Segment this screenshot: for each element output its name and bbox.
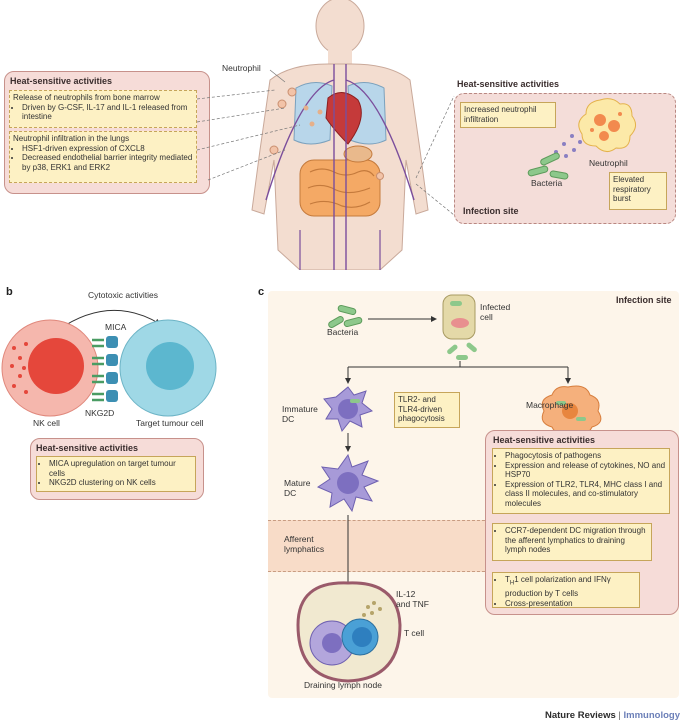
mature-dc-label: Mature DC (284, 478, 311, 498)
tcell-label: T cell (404, 628, 425, 638)
mica-label: MICA (105, 322, 127, 332)
dc-migration-box: CCR7-dependent DC migration through the … (492, 523, 652, 561)
cytokine-item: Expression and release of cytokines, NO … (505, 461, 666, 480)
il12-tnf-label: IL-12 and TNF (396, 589, 429, 609)
infiltration-box: Increased neutrophil infiltration (460, 102, 556, 128)
nk-cell-label: NK cell (33, 418, 60, 428)
bacteria-label-a: Bacteria (531, 178, 563, 188)
infection-site-illustration (527, 98, 636, 180)
footer-separator: | (618, 710, 621, 721)
neutrophil-label: Neutrophil (222, 63, 261, 73)
journal-footer: Nature Reviews | Immunology (545, 710, 680, 721)
panel-b-list-box: MICA upregulation on target tumour cells… (36, 456, 196, 492)
nkg2d-clustering: NKG2D clustering on NK cells (49, 478, 192, 488)
macrophage-activities-box: Phagocytosis of pathogens Expression and… (492, 448, 670, 514)
immature-dc-label: Immature DC (282, 404, 318, 424)
panel-a-right-title: Heat-sensitive activities (457, 79, 560, 89)
nkg2d-label: NKG2D (85, 408, 115, 418)
neutrophil-cell-label: Neutrophil (589, 158, 628, 168)
afferent-label: Afferent lymphatics (284, 534, 325, 554)
th1-sub: H (509, 580, 515, 587)
cytotoxic-label: Cytotoxic activities (88, 290, 158, 300)
panel-c-illustration (296, 294, 602, 683)
human-body-illustration (251, 0, 429, 270)
journal-section: Immunology (623, 710, 680, 721)
bone-marrow-box: Release of neutrophils from bone marrow … (9, 90, 197, 128)
journal-name: Nature Reviews (545, 710, 616, 721)
infection-site-label-c: Infection site (616, 295, 672, 305)
panel-a-left-title: Heat-sensitive activities (10, 76, 113, 86)
infection-site-label-a: Infection site (463, 206, 519, 216)
tcell-activities-box: TH1 cell polarization and IFNγ productio… (492, 572, 640, 608)
lung-infiltration-text: Neutrophil infiltration in the lungs (13, 134, 130, 143)
macrophage-label: Macrophage (526, 400, 574, 410)
cross-presentation-item: Cross-presentation (505, 599, 636, 609)
lymph-node-label: Draining lymph node (304, 680, 382, 690)
panel-c-title: Heat-sensitive activities (493, 435, 596, 445)
bacteria-label-c: Bacteria (327, 327, 359, 337)
infected-cell-label: Infected cell (480, 302, 511, 322)
tlr-expression-item: Expression of TLR2, TLR4, MHC class I an… (505, 480, 666, 509)
target-cell-label: Target tumour cell (136, 418, 204, 428)
phagocytosis-item: Phagocytosis of pathogens (505, 451, 666, 461)
th1-item: TH1 cell polarization and IFNγ productio… (505, 575, 636, 599)
panel-a-connectors (196, 69, 455, 216)
dc-migration-item: CCR7-dependent DC migration through the … (505, 526, 648, 555)
mica-upregulation: MICA upregulation on target tumour cells (49, 459, 192, 478)
lung-bullet-1: HSF1-driven expression of CXCL8 (22, 144, 193, 154)
nk-target-illustration (1, 309, 217, 417)
th1-prefix: T (505, 575, 510, 584)
th1-rest: 1 cell polarization and IFNγ production … (505, 575, 611, 599)
panel-c-letter: c (258, 286, 265, 298)
lung-bullet-2: Decreased endothelial barrier integrity … (22, 153, 193, 172)
respiratory-burst-box: Elevated respiratory burst (609, 172, 667, 210)
bone-marrow-text: Release of neutrophils from bone marrow (13, 93, 160, 102)
phagocytosis-box: TLR2- and TLR4-driven phagocytosis (394, 392, 460, 428)
panel-b-letter: b (6, 286, 13, 298)
panel-b-title: Heat-sensitive activities (36, 443, 139, 453)
lung-infiltration-box: Neutrophil infiltration in the lungs HSF… (9, 131, 197, 183)
bone-marrow-bullet: Driven by G-CSF, IL-17 and IL-1 released… (22, 103, 193, 122)
